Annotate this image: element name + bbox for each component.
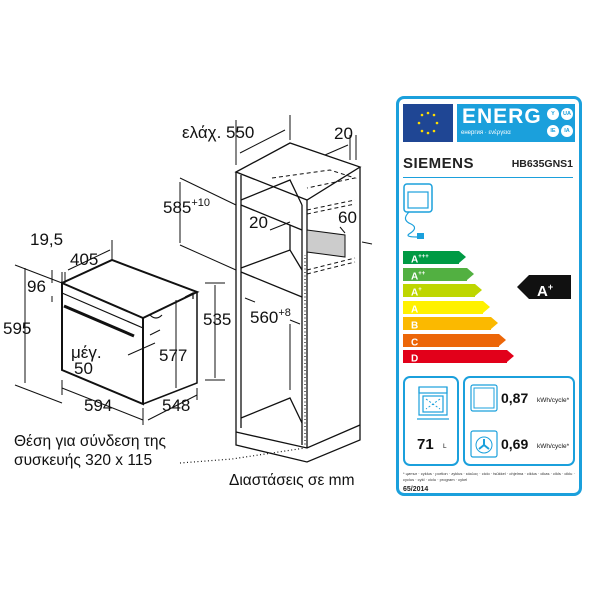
dim-577: 577 bbox=[159, 346, 187, 365]
energy-class-bar: A++ bbox=[403, 267, 474, 282]
connection-area-hatch bbox=[306, 229, 346, 258]
regulation-number: 65/2014 bbox=[403, 486, 429, 493]
oven-outline bbox=[61, 258, 200, 406]
energy-subtitle: енергия · ενέργεια bbox=[461, 130, 511, 136]
dim-min-550: ελάχ. 550 bbox=[182, 123, 254, 142]
oven-plug-icon bbox=[403, 183, 433, 239]
dim-96: 96 bbox=[27, 277, 46, 296]
energy-class-plus: ++ bbox=[418, 270, 426, 277]
volume-unit: L bbox=[443, 443, 447, 450]
energy-class-bar: C bbox=[403, 333, 506, 348]
energy-class-plus: +++ bbox=[418, 254, 429, 260]
conventional-energy-value: 0,87 bbox=[501, 390, 529, 406]
energy-class-letter: C bbox=[411, 336, 419, 348]
energy-label: ENERG енергия · ενέργεια Y UA IE IA SIEM… bbox=[396, 96, 582, 496]
connection-dotted-leader bbox=[179, 255, 306, 464]
lang-badge: IE bbox=[547, 125, 559, 137]
energy-class-letter: D bbox=[411, 353, 419, 365]
energy-rating-arrow: A+ bbox=[517, 275, 571, 300]
lang-badge: Y bbox=[547, 108, 559, 120]
oven-cavity-icon bbox=[417, 386, 449, 420]
energy-class-letter: A bbox=[411, 270, 419, 282]
energy-class-bar: A+ bbox=[403, 284, 482, 299]
energy-consumption-box: 0,87 kWh/cycle* 0,69 kWh/cycle* bbox=[463, 376, 575, 466]
cycle-footnote: * ципъл · cyklus · portion · zyklus · κύ… bbox=[403, 471, 575, 482]
oven-dimension-lines bbox=[14, 240, 225, 425]
conventional-energy-unit: kWh/cycle* bbox=[537, 397, 570, 404]
fan-heating-icon bbox=[470, 430, 498, 458]
connection-note-line1: Θέση για σύνδεση της bbox=[14, 433, 166, 450]
dim-60: 60 bbox=[338, 208, 357, 227]
dim-535: 535 bbox=[203, 310, 231, 329]
lang-badge: UA bbox=[561, 108, 573, 120]
cabinet-dimension-lines bbox=[179, 115, 373, 390]
dim-max-label: μέγ. bbox=[71, 343, 102, 362]
energy-class-bar: B bbox=[403, 317, 498, 332]
model-number: HB635GNS1 bbox=[511, 158, 573, 170]
lang-badge: IA bbox=[561, 125, 573, 137]
dim-548: 548 bbox=[162, 396, 190, 415]
dim-560: 560+8 bbox=[250, 307, 291, 327]
energy-class-bar: A bbox=[403, 300, 490, 315]
energy-class-letter: A bbox=[411, 254, 419, 266]
volume-value: 71 bbox=[417, 436, 434, 453]
energy-class-bar: D bbox=[403, 350, 514, 365]
dim-19-5: 19,5 bbox=[30, 230, 63, 249]
volume-box: 71 L bbox=[403, 376, 459, 466]
energy-class-letter: A bbox=[411, 303, 419, 315]
connection-note-line2: συσκευής 320 x 115 bbox=[14, 452, 152, 469]
brand-name: SIEMENS bbox=[403, 155, 475, 172]
conventional-heating-icon bbox=[470, 384, 498, 412]
energy-class-letter: A bbox=[411, 287, 419, 299]
energy-label-header: ENERG енергия · ενέργεια Y UA IE IA bbox=[403, 104, 575, 142]
energy-class-bar: A+++ bbox=[403, 251, 466, 266]
fan-energy-value: 0,69 bbox=[501, 436, 529, 452]
dim-595: 595 bbox=[3, 319, 31, 338]
energy-title: ENERG bbox=[462, 105, 542, 128]
cabinet-outline bbox=[234, 142, 362, 463]
dim-405: 405 bbox=[70, 250, 98, 269]
divider bbox=[403, 177, 573, 178]
dim-20-top: 20 bbox=[334, 124, 353, 143]
fan-energy-unit: kWh/cycle* bbox=[537, 443, 570, 450]
energy-title-box: ENERG енергия · ενέργεια Y UA IE IA bbox=[457, 104, 575, 142]
units-note: Διαστάσεις σε mm bbox=[229, 472, 355, 489]
cabinet-hidden-lines bbox=[271, 169, 357, 275]
dim-max-50: 50 bbox=[74, 359, 93, 378]
dim-20-mid: 20 bbox=[249, 213, 268, 232]
dim-585: 585+10 bbox=[163, 197, 210, 217]
eu-flag-icon bbox=[403, 104, 453, 142]
energy-class-letter: B bbox=[411, 320, 419, 332]
dim-594: 594 bbox=[84, 396, 112, 415]
energy-class-plus: + bbox=[418, 287, 422, 293]
